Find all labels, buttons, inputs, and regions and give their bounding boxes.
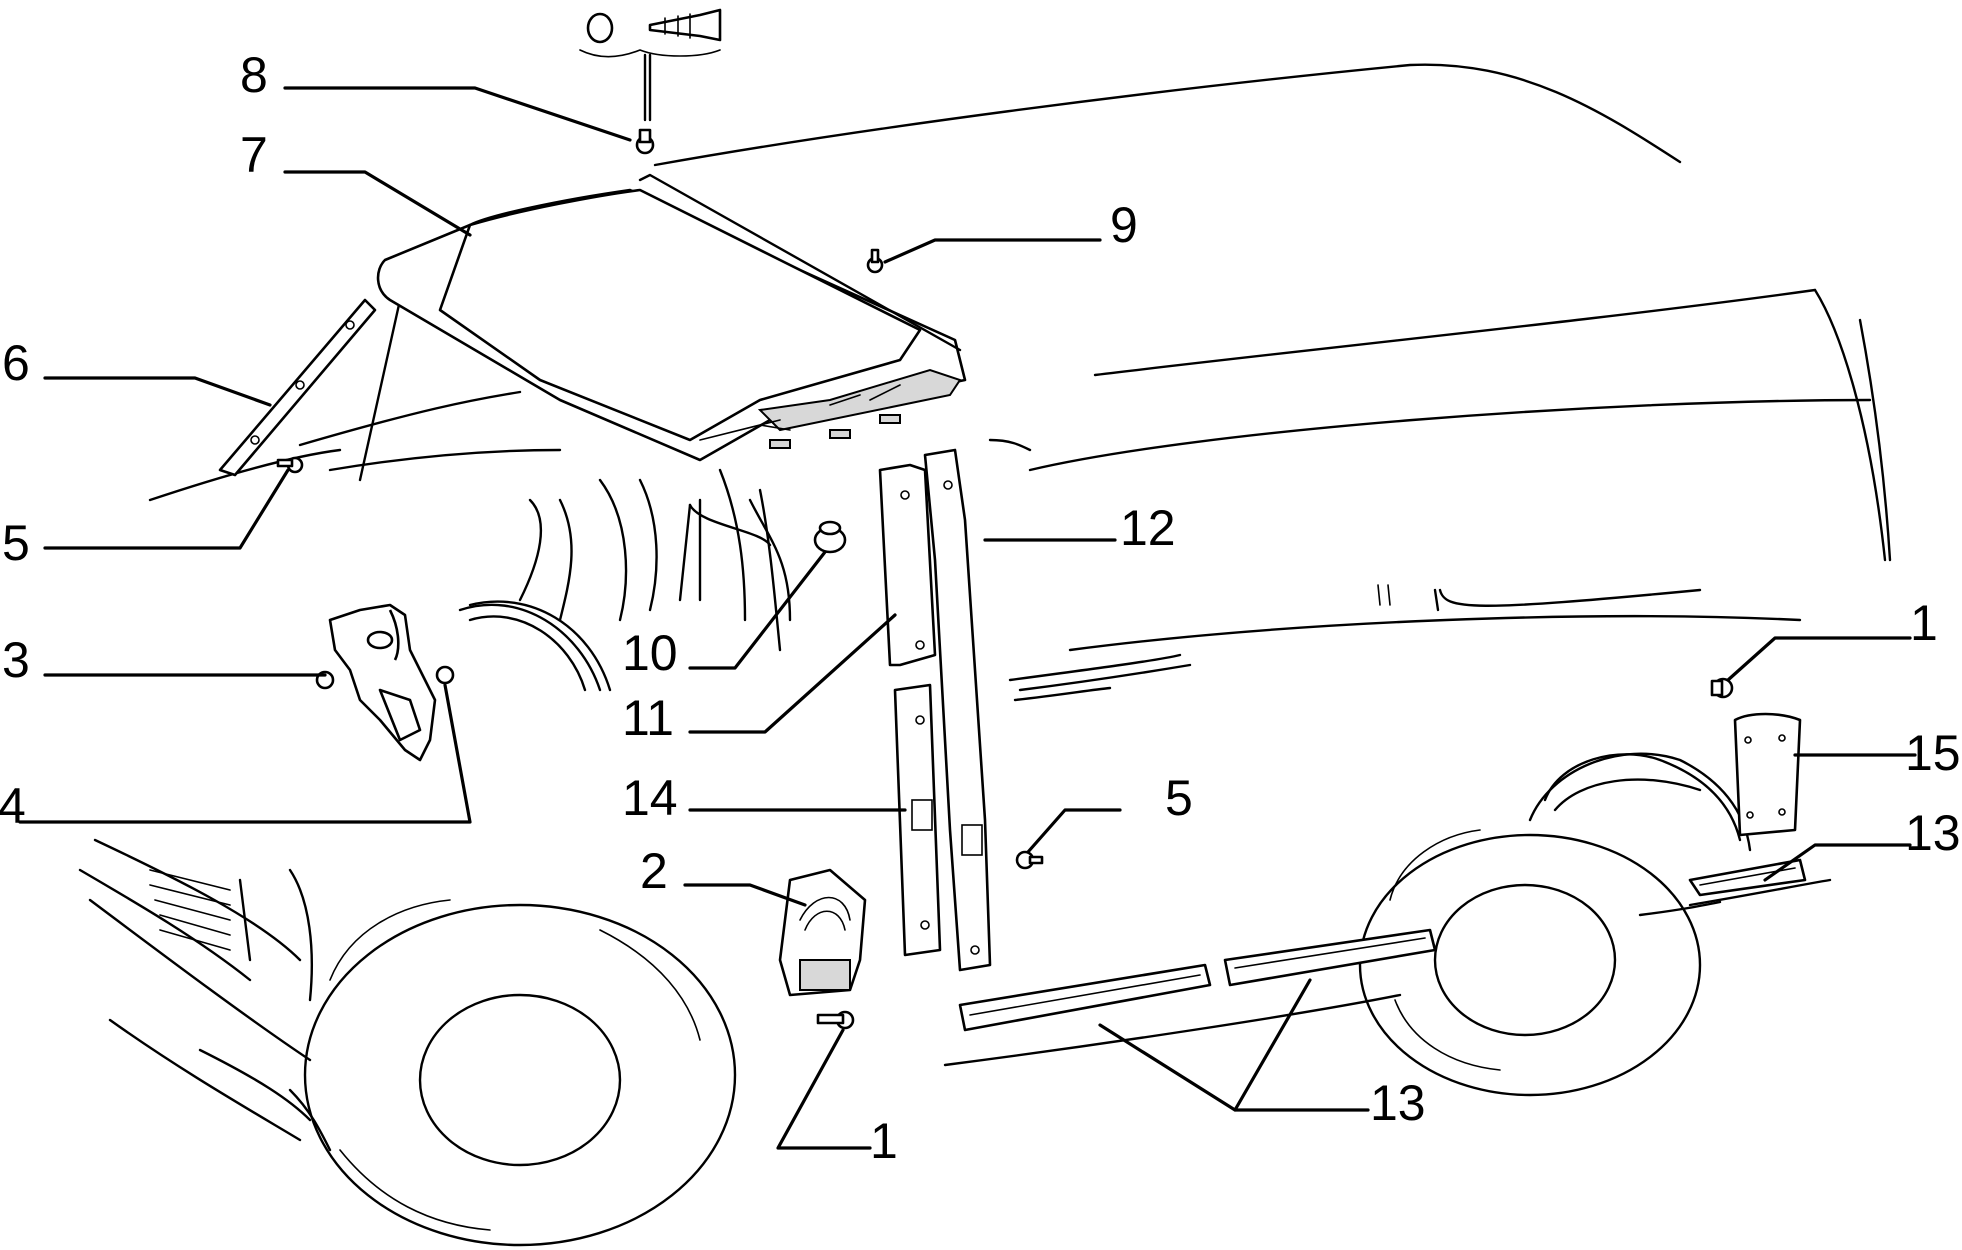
callout-11: 11 [622, 690, 674, 746]
callout-13-right: 13 [1905, 805, 1961, 861]
leader-2 [683, 883, 807, 907]
callout-4: 4 [0, 778, 26, 834]
callout-13-lower: 13 [1370, 1075, 1426, 1131]
b-pillar-lower-trim-part [893, 683, 942, 957]
latch-bracket-part [315, 603, 437, 762]
a-pillar-trim-part [218, 298, 377, 477]
b-pillar-long-trim-part [923, 448, 992, 972]
leader-lines [18, 86, 1917, 1150]
callout-1-upper: 1 [1910, 595, 1938, 651]
screw-1-upper-part [1710, 677, 1734, 699]
screw-1-lower-part [816, 1010, 855, 1030]
callout-12: 12 [1120, 500, 1176, 556]
leader-6 [43, 376, 272, 407]
screw-9-part [866, 248, 884, 274]
leader-7 [283, 170, 472, 237]
rear-trim-panel-part [1733, 712, 1802, 837]
callout-1-lower: 1 [870, 1113, 898, 1169]
leader-4 [18, 683, 472, 824]
callout-8: 8 [240, 47, 268, 103]
callout-9: 9 [1110, 197, 1138, 253]
leader-11 [688, 613, 897, 734]
vehicle-body-outline [78, 63, 1892, 1247]
leader-5b [1026, 808, 1122, 854]
callout-5-upper: 5 [2, 515, 30, 571]
callout-15: 15 [1905, 725, 1961, 781]
callout-3: 3 [2, 632, 30, 688]
leader-13b [1763, 843, 1912, 882]
nut-4-part [435, 665, 455, 685]
sill-trim-middle-part [1223, 928, 1437, 987]
callout-5-lower: 5 [1165, 770, 1193, 826]
leader-5a [43, 468, 290, 550]
callout-14: 14 [622, 770, 678, 826]
screw-5-upper-part [276, 456, 304, 474]
leader-1b [1726, 636, 1912, 682]
leader-1a [776, 1028, 872, 1150]
seatbelt-cover-part [778, 868, 867, 997]
callout-7: 7 [240, 127, 268, 183]
leader-8 [283, 86, 632, 142]
callout-labels: 8 7 9 6 5 3 4 10 11 12 14 2 5 1 13 1 15 … [0, 47, 1961, 1169]
leader-9 [883, 238, 1102, 264]
fastener-clip-detail-part [579, 8, 722, 155]
leader-10 [688, 550, 827, 670]
b-pillar-upper-trim-part [878, 463, 937, 667]
leader-13a-2 [1233, 978, 1312, 1112]
callout-2: 2 [640, 843, 668, 899]
callout-10: 10 [622, 625, 678, 681]
roof-trim-panel-part [376, 173, 967, 462]
sill-trim-front-part [958, 963, 1212, 1032]
screw-5-lower-part [1015, 850, 1044, 870]
grommet-10-part [813, 520, 847, 554]
callout-6: 6 [2, 335, 30, 391]
